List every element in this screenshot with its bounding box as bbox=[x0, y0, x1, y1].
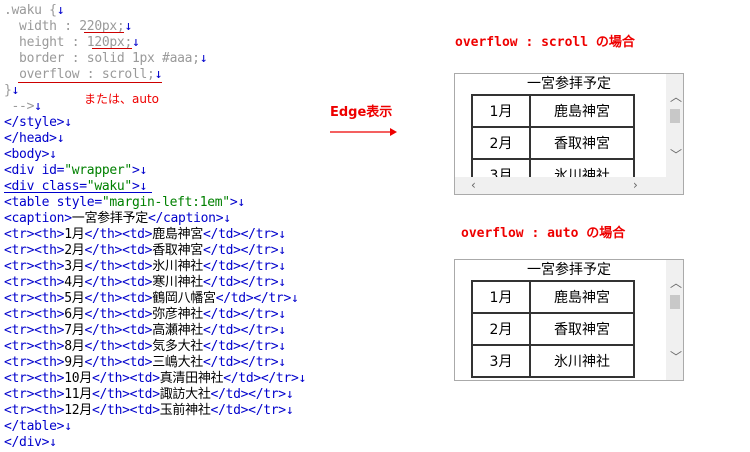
overflow-underline bbox=[18, 82, 162, 83]
code-line-14: <caption>一宮参拝予定</caption>↓ bbox=[4, 211, 231, 226]
table-cell: 香取神宮 bbox=[530, 313, 634, 345]
vertical-scrollbar[interactable]: ︿ ﹀ bbox=[666, 260, 683, 380]
table-header-cell: 2月 bbox=[472, 313, 530, 345]
table-cell: 鹿島神宮 bbox=[530, 95, 634, 127]
demo-scroll-box: 一宮参拝予定 1月鹿島神宮 2月香取神宮 3月氷川神社 ︿ ﹀ ‹ › bbox=[454, 73, 684, 195]
scroll-left-icon[interactable]: ‹ bbox=[471, 178, 476, 192]
vertical-scrollbar[interactable]: ︿ ﹀ bbox=[666, 74, 683, 177]
demo-scroll-caption: 一宮参拝予定 bbox=[527, 76, 611, 92]
code-line-1: .waku {↓ bbox=[4, 3, 65, 18]
demo-auto-box: 一宮参拝予定 1月鹿島神宮 2月香取神宮 3月氷川神社 ︿ ﹀ bbox=[454, 259, 684, 381]
note-or-auto: または、auto bbox=[84, 92, 160, 106]
demo-auto-caption: 一宮参拝予定 bbox=[527, 262, 611, 278]
code-line-2: width : 220px;↓ bbox=[4, 19, 132, 34]
scroll-down-icon[interactable]: ﹀ bbox=[670, 148, 683, 162]
table-cell: 香取神宮 bbox=[530, 127, 634, 159]
code-line-4: border : solid 1px #aaa;↓ bbox=[4, 51, 208, 66]
table-row: 2月香取神宮 bbox=[472, 127, 634, 159]
height-value-underline bbox=[92, 48, 132, 49]
width-value-underline bbox=[84, 32, 124, 33]
code-row-6: <tr><th>6月</th><td>弥彦神社</td></tr>↓ bbox=[4, 307, 286, 322]
table-row: 2月香取神宮 bbox=[472, 313, 634, 345]
code-line-5: overflow : scroll;↓ bbox=[19, 67, 163, 82]
code-row-3: <tr><th>3月</th><td>氷川神社</td></tr>↓ bbox=[4, 259, 286, 274]
code-line-28: </div>↓ bbox=[4, 435, 57, 450]
arrow-right-icon bbox=[330, 128, 397, 136]
table-header-cell: 1月 bbox=[472, 281, 530, 313]
code-row-8: <tr><th>8月</th><td>気多大社</td></tr>↓ bbox=[4, 339, 286, 354]
code-row-1: <tr><th>1月</th><td>鹿島神宮</td></tr>↓ bbox=[4, 227, 286, 242]
code-line-10: <body>↓ bbox=[4, 147, 57, 162]
scroll-up-icon[interactable]: ︿ bbox=[670, 276, 683, 290]
table-cell: 氷川神社 bbox=[530, 345, 634, 377]
table-header-cell: 3月 bbox=[472, 345, 530, 377]
code-line-13: <table style="margin-left:1em">↓ bbox=[4, 195, 245, 210]
heading-overflow-scroll: overflow : scroll の場合 bbox=[455, 35, 635, 50]
code-line-12: <div class="waku">↓ bbox=[4, 179, 148, 194]
demo-auto-table: 1月鹿島神宮 2月香取神宮 3月氷川神社 bbox=[471, 280, 635, 378]
code-line-7: -->↓ bbox=[4, 99, 42, 114]
code-line-3: height : 120px;↓ bbox=[4, 35, 140, 50]
code-line-27: </table>↓ bbox=[4, 419, 72, 434]
table-header-cell: 1月 bbox=[472, 95, 530, 127]
code-line-11: <div id="wrapper">↓ bbox=[4, 163, 148, 178]
scroll-down-icon[interactable]: ﹀ bbox=[670, 350, 683, 364]
heading-overflow-auto: overflow : auto の場合 bbox=[461, 226, 626, 241]
scrollbar-thumb[interactable] bbox=[670, 109, 680, 123]
table-cell: 鹿島神宮 bbox=[530, 281, 634, 313]
edge-display-label: Edge表示 bbox=[330, 105, 393, 120]
code-row-12: <tr><th>12月</th><td>玉前神社</td></tr>↓ bbox=[4, 403, 294, 418]
code-row-4: <tr><th>4月</th><td>寒川神社</td></tr>↓ bbox=[4, 275, 286, 290]
scrollbar-corner bbox=[666, 177, 683, 194]
scroll-right-icon[interactable]: › bbox=[633, 178, 638, 192]
table-header-cell: 2月 bbox=[472, 127, 530, 159]
scrollbar-thumb[interactable] bbox=[670, 295, 680, 309]
code-row-11: <tr><th>11月</th><td>諏訪大社</td></tr>↓ bbox=[4, 387, 294, 402]
code-row-10: <tr><th>10月</th><td>真清田神社</td></tr>↓ bbox=[4, 371, 307, 386]
horizontal-scrollbar[interactable]: ‹ › bbox=[455, 177, 666, 194]
code-row-2: <tr><th>2月</th><td>香取神宮</td></tr>↓ bbox=[4, 243, 286, 258]
code-row-9: <tr><th>9月</th><td>三嶋大社</td></tr>↓ bbox=[4, 355, 286, 370]
code-line-9: </head>↓ bbox=[4, 131, 65, 146]
code-row-7: <tr><th>7月</th><td>高瀬神社</td></tr>↓ bbox=[4, 323, 286, 338]
table-row: 3月氷川神社 bbox=[472, 345, 634, 377]
code-line-8: </style>↓ bbox=[4, 115, 72, 130]
scroll-up-icon[interactable]: ︿ bbox=[670, 90, 683, 104]
code-line-6: }↓ bbox=[4, 83, 20, 98]
table-row: 1月鹿島神宮 bbox=[472, 95, 634, 127]
code-row-5: <tr><th>5月</th><td>鶴岡八幡宮</td></tr>↓ bbox=[4, 291, 299, 306]
div-class-underline bbox=[4, 192, 152, 193]
table-row: 1月鹿島神宮 bbox=[472, 281, 634, 313]
